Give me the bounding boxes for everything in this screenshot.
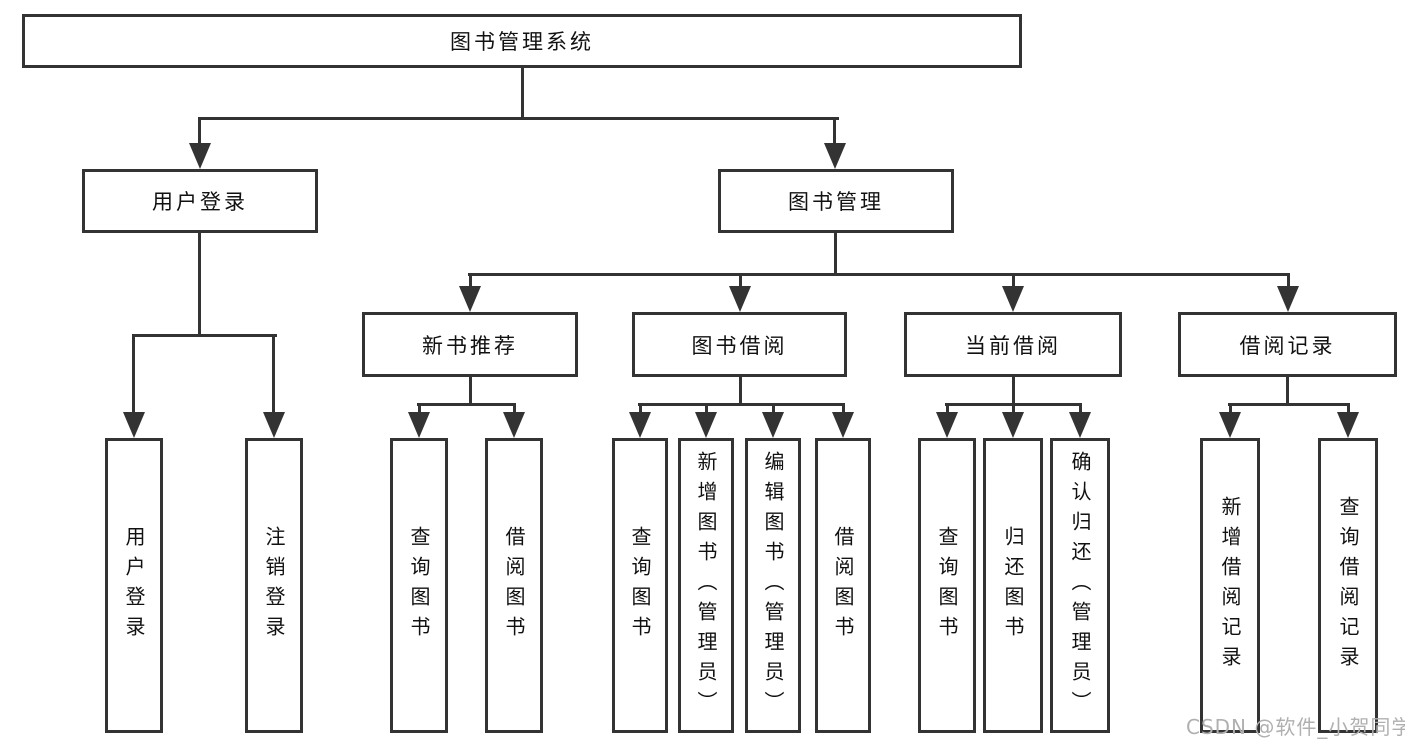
connector-userlogin-stem xyxy=(198,233,201,337)
connector-drop xyxy=(705,403,708,414)
leaf-add-borrow-record: 新增借阅记录 xyxy=(1200,438,1260,733)
leaf-edit-books-admin: 编辑图书（管理员） xyxy=(745,438,801,733)
arrowhead xyxy=(1337,412,1359,438)
arrowhead xyxy=(762,412,784,438)
leaf-query-books-recommend: 查询图书 xyxy=(390,438,448,733)
connector-drop xyxy=(639,403,642,414)
connector-drop xyxy=(513,403,516,414)
leaf-label: 注销登录 xyxy=(262,525,286,646)
leaf-label: 查询图书 xyxy=(407,525,431,646)
leaf-logout: 注销登录 xyxy=(245,438,303,733)
node-borrowing-records: 借阅记录 xyxy=(1178,312,1397,377)
arrowhead xyxy=(695,412,717,438)
node-label: 图书借阅 xyxy=(691,333,788,358)
node-label: 新书推荐 xyxy=(422,333,518,358)
connector-userlogin-crossbar xyxy=(132,334,277,337)
leaf-add-books-admin: 新增图书（管理员） xyxy=(678,438,734,733)
connector-root-crossbar xyxy=(198,117,839,120)
connector-drop-leaf-logout xyxy=(272,334,275,416)
connector-drop-user-login xyxy=(198,117,201,149)
arrowhead xyxy=(408,412,430,438)
connector-drop-leaf-login xyxy=(132,334,135,416)
connector-records-crossbar xyxy=(1228,403,1350,406)
node-book-borrowing: 图书借阅 xyxy=(632,312,847,377)
arrowhead xyxy=(1069,412,1091,438)
leaf-confirm-return-admin: 确认归还（管理员） xyxy=(1050,438,1110,733)
leaf-label: 查询借阅记录 xyxy=(1336,495,1360,676)
leaf-query-borrow-record: 查询借阅记录 xyxy=(1318,438,1378,733)
node-book-management: 图书管理 xyxy=(718,169,954,233)
arrowhead xyxy=(1277,286,1299,312)
node-new-book-recommendation: 新书推荐 xyxy=(362,312,578,377)
leaf-query-books-current: 查询图书 xyxy=(918,438,976,733)
arrowhead xyxy=(832,412,854,438)
leaf-label: 用户登录 xyxy=(122,525,146,646)
connector-drop xyxy=(1229,403,1232,414)
connector-drop xyxy=(772,403,775,414)
arrowhead xyxy=(503,412,525,438)
leaf-label: 新增图书（管理员） xyxy=(694,450,718,721)
csdn-watermark: CSDN @软件_小贺同学 xyxy=(1186,715,1405,739)
connector-newbook-crossbar xyxy=(417,403,516,406)
connector-records-stem xyxy=(1286,377,1289,405)
leaf-label: 借阅图书 xyxy=(502,525,526,646)
arrowhead xyxy=(123,412,145,438)
arrowhead xyxy=(936,412,958,438)
leaf-label: 确认归还（管理员） xyxy=(1068,450,1092,721)
connector-root-stem xyxy=(521,68,524,120)
leaf-user-login: 用户登录 xyxy=(105,438,163,733)
node-label: 借阅记录 xyxy=(1239,333,1336,358)
connector-drop-current-borrow xyxy=(1012,273,1015,293)
leaf-query-books-borrow: 查询图书 xyxy=(612,438,668,733)
connector-bookborrow-stem xyxy=(739,377,742,405)
connector-drop-book-borrow xyxy=(739,273,742,293)
leaf-return-books: 归还图书 xyxy=(983,438,1043,733)
arrowhead xyxy=(824,143,846,169)
arrowhead xyxy=(629,412,651,438)
arrowhead xyxy=(1219,412,1241,438)
node-label: 当前借阅 xyxy=(965,333,1061,358)
connector-newbook-stem xyxy=(469,377,472,405)
connector-bookmgmt-crossbar xyxy=(468,273,1290,276)
node-current-borrowing: 当前借阅 xyxy=(904,312,1122,377)
connector-drop xyxy=(418,403,421,414)
connector-bookborrow-crossbar xyxy=(638,403,845,406)
node-user-login: 用户登录 xyxy=(82,169,318,233)
connector-bookmgmt-stem xyxy=(834,233,837,275)
node-label: 用户登录 xyxy=(152,190,248,214)
arrowhead xyxy=(459,286,481,312)
connector-drop-borrow-records xyxy=(1287,273,1290,293)
arrowhead xyxy=(729,286,751,312)
leaf-label: 编辑图书（管理员） xyxy=(761,450,785,721)
node-label: 图书管理系统 xyxy=(450,30,594,54)
connector-drop-book-management xyxy=(833,117,836,149)
leaf-label: 新增借阅记录 xyxy=(1218,495,1242,676)
connector-drop xyxy=(842,403,845,414)
leaf-label: 查询图书 xyxy=(628,525,652,646)
connector-drop xyxy=(1347,403,1350,414)
leaf-borrow-books: 借阅图书 xyxy=(815,438,871,733)
leaf-label: 查询图书 xyxy=(935,525,959,646)
node-library-management-system: 图书管理系统 xyxy=(22,14,1022,68)
arrowhead xyxy=(263,412,285,438)
node-label: 图书管理 xyxy=(788,190,884,214)
connector-drop-new-book xyxy=(469,273,472,293)
arrowhead xyxy=(189,143,211,169)
leaf-label: 借阅图书 xyxy=(831,525,855,646)
leaf-label: 归还图书 xyxy=(1001,525,1025,646)
connector-currentborrow-stem xyxy=(1012,377,1015,405)
arrowhead xyxy=(1002,286,1024,312)
connector-drop xyxy=(946,403,949,414)
connector-drop xyxy=(1079,403,1082,414)
leaf-borrow-books-recommend: 借阅图书 xyxy=(485,438,543,733)
arrowhead xyxy=(1002,412,1024,438)
connector-drop xyxy=(1012,403,1015,414)
